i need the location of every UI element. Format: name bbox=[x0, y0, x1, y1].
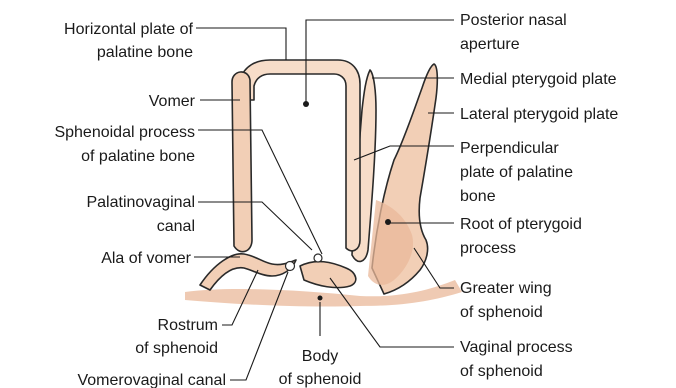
label-sphenoidal-process-line1: Sphenoidal process bbox=[54, 124, 195, 141]
vaginal-process-shape bbox=[300, 262, 356, 288]
label-palatinovaginal-line2: canal bbox=[157, 218, 195, 235]
palatine-plates-shape bbox=[240, 60, 360, 251]
label-vomerovaginal: Vomerovaginal canal bbox=[77, 372, 226, 388]
left-labels: Horizontal plate of palatine bone Vomer … bbox=[54, 21, 226, 388]
root-of-pterygoid-dot bbox=[385, 219, 391, 225]
label-posterior-nasal-line1: Posterior nasal bbox=[460, 12, 567, 29]
palatinovaginal-canal-opening bbox=[314, 254, 322, 262]
ala-of-vomer-shape bbox=[200, 254, 296, 290]
bottom-labels: Body of sphenoid bbox=[279, 348, 362, 388]
label-vomer: Vomer bbox=[149, 93, 196, 110]
leader-vomerovaginal bbox=[230, 272, 288, 380]
leader-palatinovaginal bbox=[198, 202, 312, 250]
vomer-shape bbox=[232, 72, 252, 252]
label-root-pterygoid-line2: process bbox=[460, 240, 516, 257]
label-perpendicular-line2: plate of palatine bbox=[460, 164, 573, 181]
label-perpendicular-line1: Perpendicular bbox=[460, 140, 559, 157]
label-lateral-pterygoid: Lateral pterygoid plate bbox=[460, 106, 618, 123]
label-medial-pterygoid: Medial pterygoid plate bbox=[460, 71, 617, 88]
body-of-sphenoid-dot bbox=[318, 296, 323, 301]
label-root-pterygoid-line1: Root of pterygoid bbox=[460, 216, 582, 233]
label-greater-wing-line1: Greater wing bbox=[460, 280, 552, 297]
label-sphenoidal-process-line2: of palatine bone bbox=[81, 148, 195, 165]
label-vaginal-process-line1: Vaginal process bbox=[460, 339, 573, 356]
label-perpendicular-line3: bone bbox=[460, 188, 496, 205]
bone-illustration bbox=[185, 60, 462, 307]
label-greater-wing-line2: of sphenoid bbox=[460, 304, 543, 321]
label-body-line2: of sphenoid bbox=[279, 371, 362, 388]
label-horizontal-plate-line2: palatine bone bbox=[97, 44, 193, 61]
label-body-line1: Body bbox=[302, 348, 338, 365]
vomerovaginal-canal-opening bbox=[286, 262, 295, 271]
label-ala-of-vomer: Ala of vomer bbox=[101, 250, 191, 267]
label-rostrum-line2: of sphenoid bbox=[135, 340, 218, 357]
leader-sphenoidal-process bbox=[198, 130, 322, 254]
label-posterior-nasal-line2: aperture bbox=[460, 36, 520, 53]
label-palatinovaginal-line1: Palatinovaginal bbox=[86, 194, 195, 211]
label-vaginal-process-line2: of sphenoid bbox=[460, 363, 543, 380]
leader-horizontal-plate bbox=[196, 28, 286, 60]
label-rostrum-line1: Rostrum bbox=[158, 317, 218, 334]
right-labels: Posterior nasal aperture Medial pterygoi… bbox=[460, 12, 618, 380]
label-horizontal-plate-line1: Horizontal plate of bbox=[64, 21, 194, 38]
